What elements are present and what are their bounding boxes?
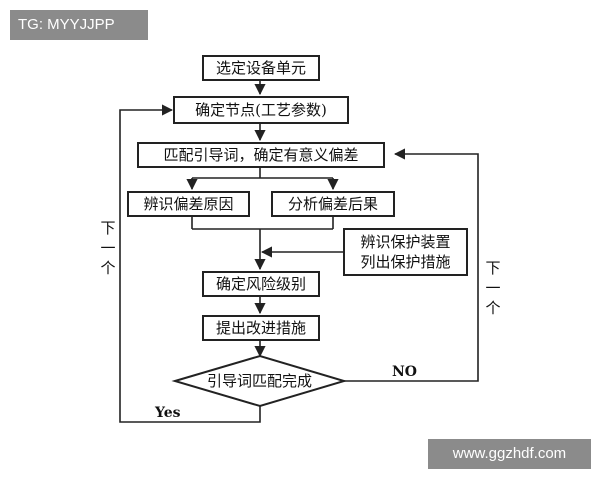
loop-right-label: 下 一 个	[484, 258, 502, 318]
loop-left-char-1: 下	[100, 219, 116, 237]
loop-left-label: 下 一 个	[99, 218, 117, 278]
box-identify-cause: 辨识偏差原因	[127, 191, 250, 217]
watermark-bottom-right: www.ggzhdf.com	[428, 439, 591, 469]
loop-left-char-3: 个	[100, 259, 116, 277]
no-label: NO	[392, 364, 417, 380]
watermark-top-left: TG: MYYJJPP	[10, 10, 148, 40]
box-select-unit: 选定设备单元	[202, 55, 320, 81]
yes-label: Yes	[155, 405, 181, 421]
loop-right-char-1: 下	[485, 259, 501, 277]
box-propose-measures: 提出改进措施	[202, 315, 320, 341]
box-protection: 辨识保护装置 列出保护措施	[343, 228, 468, 276]
loop-right-char-3: 个	[485, 299, 501, 317]
loop-left-char-2: 一	[100, 239, 116, 257]
decision-label: 引导词匹配完成	[206, 372, 312, 390]
protection-line-1: 辨识保护装置	[360, 233, 451, 251]
loop-yes-path	[119, 104, 261, 423]
box-determine-node: 确定节点(工艺参数)	[173, 96, 349, 124]
decision-diamond	[171, 354, 348, 408]
loop-no-path	[344, 148, 479, 382]
box-match-guideword: 匹配引导词，确定有意义偏差	[137, 142, 385, 168]
loop-right-char-2: 一	[485, 279, 501, 297]
protection-line-2: 列出保护措施	[360, 253, 451, 271]
box-analyze-consequence: 分析偏差后果	[271, 191, 395, 217]
box-determine-risk: 确定风险级别	[202, 271, 320, 297]
